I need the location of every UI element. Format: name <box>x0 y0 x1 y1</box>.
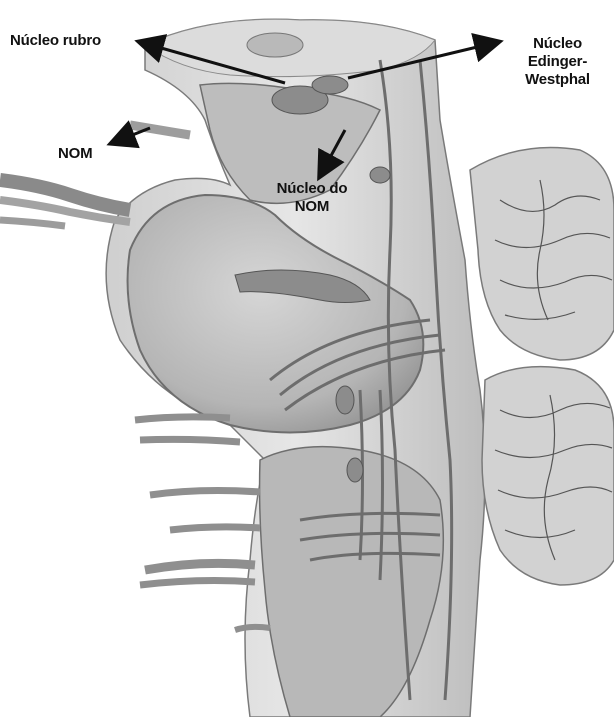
arrow-nom <box>112 128 150 143</box>
label-nucleo-rubro: Núcleo rubro <box>10 32 101 50</box>
label-nom: NOM <box>58 145 92 163</box>
label-edinger-line3: Westphal <box>510 71 605 89</box>
label-nucleo-do-nom: Núcleo do NOM <box>262 180 362 216</box>
label-nucleo-do-nom-line2: NOM <box>262 198 362 216</box>
label-edinger-line2: Edinger- <box>510 53 605 71</box>
label-edinger-line1: Núcleo <box>510 35 605 53</box>
label-nucleo-rubro-text: Núcleo rubro <box>10 32 101 50</box>
label-edinger-westphal: Núcleo Edinger- Westphal <box>510 35 605 89</box>
label-nom-text: NOM <box>58 145 92 163</box>
cerebellum <box>470 148 614 586</box>
label-nucleo-do-nom-line1: Núcleo do <box>262 180 362 198</box>
